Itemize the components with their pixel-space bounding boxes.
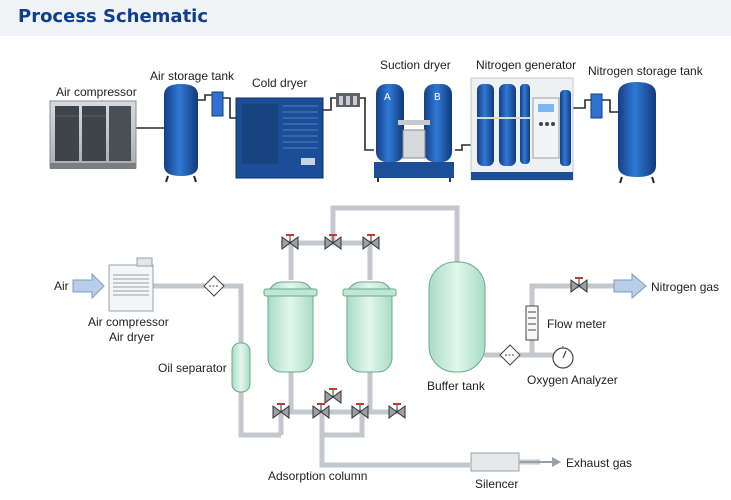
title-bar: Process Schematic	[0, 0, 731, 36]
air-inlet-arrow	[72, 272, 105, 300]
label-exhaust-gas: Exhaust gas	[566, 456, 632, 470]
valves	[272, 234, 588, 419]
label-adsorption-column: Adsorption column	[268, 469, 367, 483]
buffer-tank	[428, 261, 486, 373]
label-air-dryer: Air dryer	[109, 330, 154, 344]
dryer-mark-a: A	[384, 92, 391, 103]
air-compressor-photo	[49, 100, 137, 169]
air-storage-tank-photo	[164, 84, 224, 183]
cold-dryer-photo	[235, 93, 360, 179]
nitrogen-storage-tank-photo	[590, 82, 656, 184]
label-air-compressor: Air compressor	[88, 315, 169, 329]
label-air-storage-tank: Air storage tank	[150, 69, 235, 83]
flow-meter	[525, 305, 539, 341]
exhaust-arrow	[520, 457, 561, 467]
filter-icon	[499, 344, 521, 366]
valve-icon	[324, 234, 342, 250]
valve-icon	[351, 403, 369, 419]
nitrogen-generator-photo	[470, 77, 574, 181]
suction-dryer-photo: A B	[374, 84, 454, 182]
label-silencer: Silencer	[475, 477, 518, 491]
air-compressor-dryer-unit	[108, 257, 154, 312]
valve-icon	[362, 234, 380, 250]
valve-icon	[281, 234, 299, 250]
adsorption-column-left	[263, 281, 318, 373]
valve-icon	[272, 403, 290, 419]
label-nitrogen-generator: Nitrogen generator	[476, 58, 576, 72]
label-nitrogen-gas: Nitrogen gas	[651, 280, 719, 294]
label-oxygen-analyzer: Oxygen Analyzer	[527, 373, 618, 387]
dryer-mark-b: B	[434, 92, 441, 103]
valve-icon	[570, 277, 588, 293]
equipment-pipes	[136, 94, 618, 151]
label-nitrogen-storage-tank: Nitrogen storage tank	[588, 64, 704, 78]
valve-icon	[324, 388, 342, 404]
valve-icon	[388, 403, 406, 419]
silencer	[470, 452, 520, 472]
label-buffer-tank: Buffer tank	[427, 379, 486, 393]
label-air-compressor: Air compressor	[56, 85, 137, 99]
label-air: Air	[54, 279, 69, 293]
adsorption-column-right	[342, 281, 397, 373]
page-title: Process Schematic	[18, 6, 209, 27]
label-flow-meter: Flow meter	[547, 317, 606, 331]
oxygen-analyzer-gauge-icon	[552, 346, 574, 369]
oil-separator	[231, 342, 251, 393]
nitrogen-gas-arrow	[613, 272, 647, 300]
label-oil-separator: Oil separator	[158, 361, 227, 375]
valve-icon	[312, 403, 330, 419]
label-suction-dryer: Suction dryer	[380, 58, 451, 72]
filter-icon	[203, 275, 225, 297]
label-cold-dryer: Cold dryer	[252, 76, 307, 90]
